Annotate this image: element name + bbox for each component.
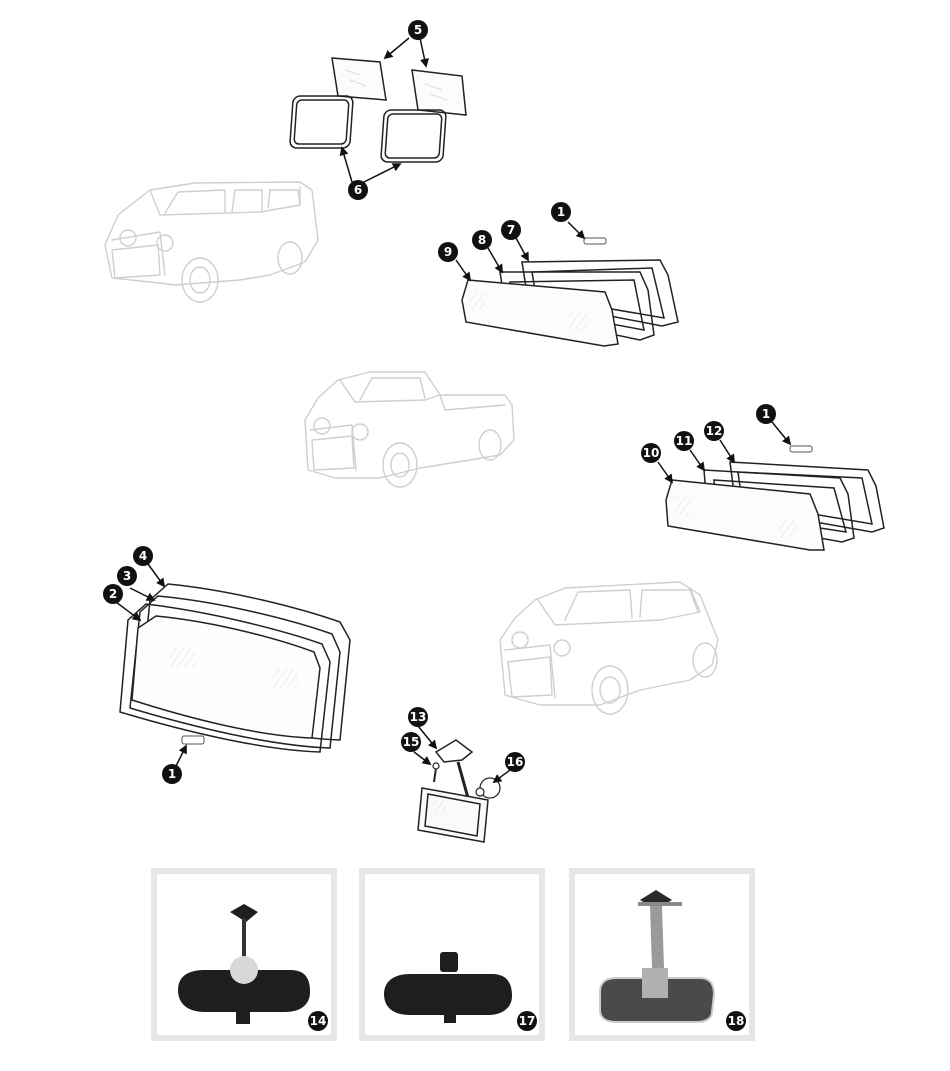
callout-7: 7 <box>501 220 521 240</box>
callout-11: 11 <box>674 431 694 451</box>
callout-2: 2 <box>103 584 123 604</box>
callout-13: 13 <box>408 707 428 727</box>
callout-6-label: 6 <box>354 183 362 197</box>
callout-1-estate: 1 <box>551 202 571 222</box>
mirror-photo-14 <box>151 868 337 1041</box>
windscreen-group <box>115 563 351 767</box>
callout-17-label: 17 <box>519 1014 536 1028</box>
callout-1-windscreen-label: 1 <box>168 767 176 781</box>
interior-mirror-group <box>413 725 511 843</box>
callout-10-label: 10 <box>643 446 660 460</box>
pickup-car-illustration <box>304 371 515 488</box>
callout-8-label: 8 <box>478 233 486 247</box>
callout-2-label: 2 <box>109 587 117 601</box>
callout-9: 9 <box>438 242 458 262</box>
callout-15: 15 <box>401 732 421 752</box>
callout-3-label: 3 <box>123 569 131 583</box>
callout-18: 18 <box>726 1011 746 1031</box>
callout-18-label: 18 <box>728 1014 745 1028</box>
callout-4-label: 4 <box>139 549 147 563</box>
mirror-photo-17 <box>359 868 545 1041</box>
mirror-photo-18 <box>569 868 755 1041</box>
callout-14-label: 14 <box>310 1014 327 1028</box>
callout-5-label: 5 <box>414 23 422 37</box>
pickup-rear-glass-group <box>657 421 885 551</box>
callout-10: 10 <box>641 443 661 463</box>
callout-17: 17 <box>517 1011 537 1031</box>
callout-14: 14 <box>308 1011 328 1031</box>
callout-11-label: 11 <box>676 434 693 448</box>
callout-13-label: 13 <box>410 710 427 724</box>
callout-9-label: 9 <box>444 245 452 259</box>
callout-15-label: 15 <box>403 735 420 749</box>
callout-16-label: 16 <box>507 755 524 769</box>
estate-rear-glass-group <box>455 221 679 347</box>
callout-1-pickup-label: 1 <box>762 407 770 421</box>
callout-12: 12 <box>704 421 724 441</box>
callout-6: 6 <box>348 180 368 200</box>
callout-1-pickup: 1 <box>756 404 776 424</box>
saloon-car-illustration <box>499 581 719 715</box>
callout-12-label: 12 <box>706 424 723 438</box>
quarter-glass-group <box>289 37 467 183</box>
callout-4: 4 <box>133 546 153 566</box>
callout-1-estate-label: 1 <box>557 205 565 219</box>
callout-7-label: 7 <box>507 223 515 237</box>
callout-1-windscreen: 1 <box>162 764 182 784</box>
callout-16: 16 <box>505 752 525 772</box>
callout-5: 5 <box>408 20 428 40</box>
callout-8: 8 <box>472 230 492 250</box>
estate-car-illustration <box>104 181 319 303</box>
callout-3: 3 <box>117 566 137 586</box>
